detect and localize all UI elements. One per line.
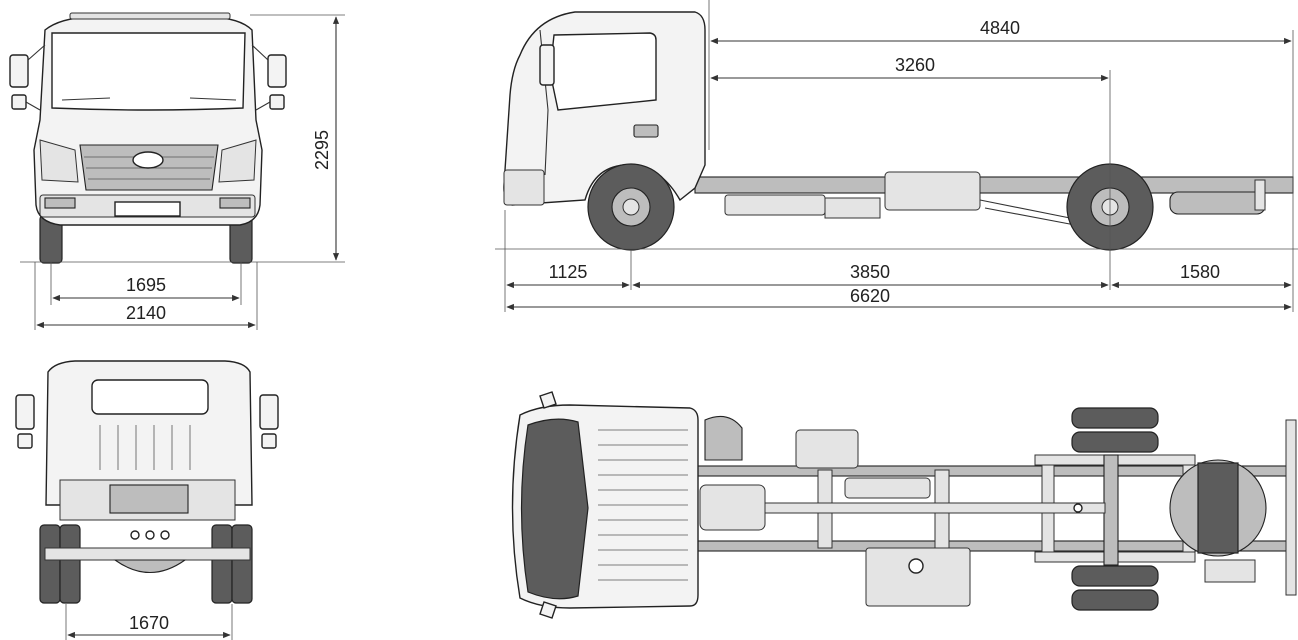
wheelbase-label: 3850	[850, 262, 890, 282]
cab-to-rear-axle-label: 3260	[895, 55, 935, 75]
rear-view: 1670	[15, 360, 279, 640]
rear-overhang-label: 1580	[1180, 262, 1220, 282]
front-view: 2295 1695 2140	[9, 12, 345, 330]
cab-to-rear-end-label: 4840	[980, 18, 1020, 38]
overall-length-label: 6620	[850, 286, 890, 306]
side-view: 4840 3260 1125 3850 1580 6620	[495, 0, 1298, 312]
top-view	[511, 391, 1297, 619]
front-height-label: 2295	[312, 130, 332, 170]
front-track-label: 1695	[126, 275, 166, 295]
front-width-label: 2140	[126, 303, 166, 323]
rear-track-label: 1670	[129, 613, 169, 633]
front-overhang-label: 1125	[549, 262, 588, 282]
